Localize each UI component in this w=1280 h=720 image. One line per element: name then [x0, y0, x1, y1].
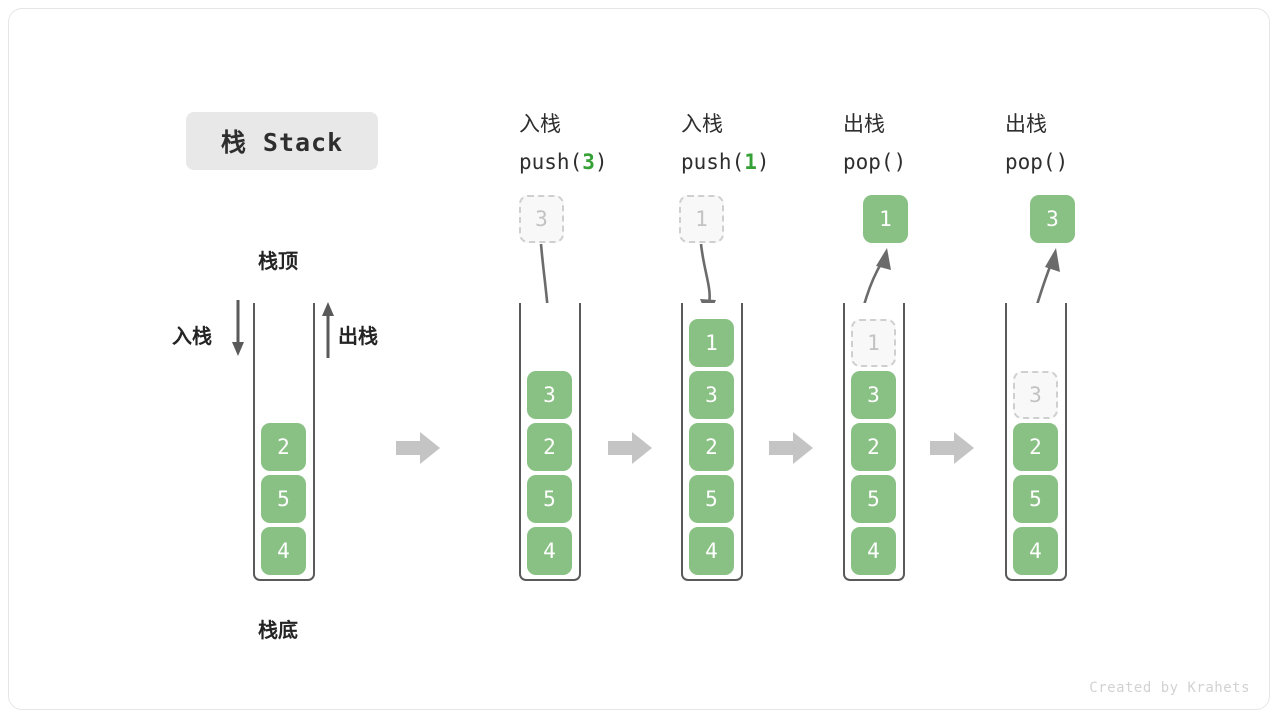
panel-header-code-suffix: ): [594, 150, 608, 174]
stack-cell: 2: [851, 423, 896, 471]
floating-cell-ghost: 3: [519, 195, 564, 243]
flow-right-arrow-icon: [396, 432, 440, 464]
stack-cell: 2: [689, 423, 734, 471]
flow-right-arrow-icon: [769, 432, 813, 464]
push-direction-arrow-icon: [232, 300, 244, 356]
stack-cell: 3: [851, 371, 896, 419]
panel-header-code-suffix: ): [1055, 150, 1069, 174]
panel-header-code-prefix: push(: [519, 150, 583, 174]
stack-cell: 5: [527, 475, 572, 523]
push-label: 入栈: [172, 324, 212, 348]
panel-header-push-3: 入栈 push(3): [519, 105, 608, 181]
stack-cell: 4: [1013, 527, 1058, 575]
panel-header-cjk: 入栈: [519, 112, 561, 136]
watermark-credit: Created by Krahets: [1089, 680, 1250, 696]
stack-cell: 4: [527, 527, 572, 575]
panel-header-pop-1: 出栈 pop(): [843, 105, 906, 181]
stack-cell: 4: [689, 527, 734, 575]
panel-header-code-suffix: ): [756, 150, 770, 174]
title-chip: 栈 Stack: [186, 112, 378, 170]
floating-cell-ghost: 1: [679, 195, 724, 243]
panel-header-code-suffix: ): [893, 150, 907, 174]
panel-header-pop-3: 出栈 pop(): [1005, 105, 1068, 181]
stack-cell: 3: [689, 371, 734, 419]
flow-right-arrow-icon: [608, 432, 652, 464]
stack-cell: 4: [261, 527, 306, 575]
panel-header-push-1: 入栈 push(1): [681, 105, 770, 181]
panel-header-cjk: 入栈: [681, 112, 723, 136]
panel-header-code-prefix: pop(: [1005, 150, 1056, 174]
stack-cell: 5: [1013, 475, 1058, 523]
stack-cell-ghost: 1: [851, 319, 896, 367]
panel-header-cjk: 出栈: [1005, 112, 1047, 136]
stack-cell: 2: [261, 423, 306, 471]
stack-cell: 4: [851, 527, 896, 575]
stack-cell: 2: [527, 423, 572, 471]
flow-right-arrow-icon: [930, 432, 974, 464]
stack-cell: 3: [527, 371, 572, 419]
stack-top-label: 栈顶: [258, 249, 298, 273]
panel-header-code-prefix: pop(: [843, 150, 894, 174]
floating-cell-solid: 1: [863, 195, 908, 243]
stack-bottom-label: 栈底: [258, 618, 298, 642]
floating-cell-solid: 3: [1030, 195, 1075, 243]
stack-cell: 5: [261, 475, 306, 523]
stack-cell: 5: [689, 475, 734, 523]
stack-cell: 2: [1013, 423, 1058, 471]
stack-cell: 5: [851, 475, 896, 523]
panel-header-code-arg: 3: [582, 150, 595, 174]
pop-direction-arrow-icon: [322, 302, 334, 358]
pop-label: 出栈: [338, 324, 378, 348]
stack-cell-ghost: 3: [1013, 371, 1058, 419]
stack-cell: 1: [689, 319, 734, 367]
panel-header-code-prefix: push(: [681, 150, 745, 174]
panel-header-cjk: 出栈: [843, 112, 885, 136]
panel-header-code-arg: 1: [744, 150, 757, 174]
